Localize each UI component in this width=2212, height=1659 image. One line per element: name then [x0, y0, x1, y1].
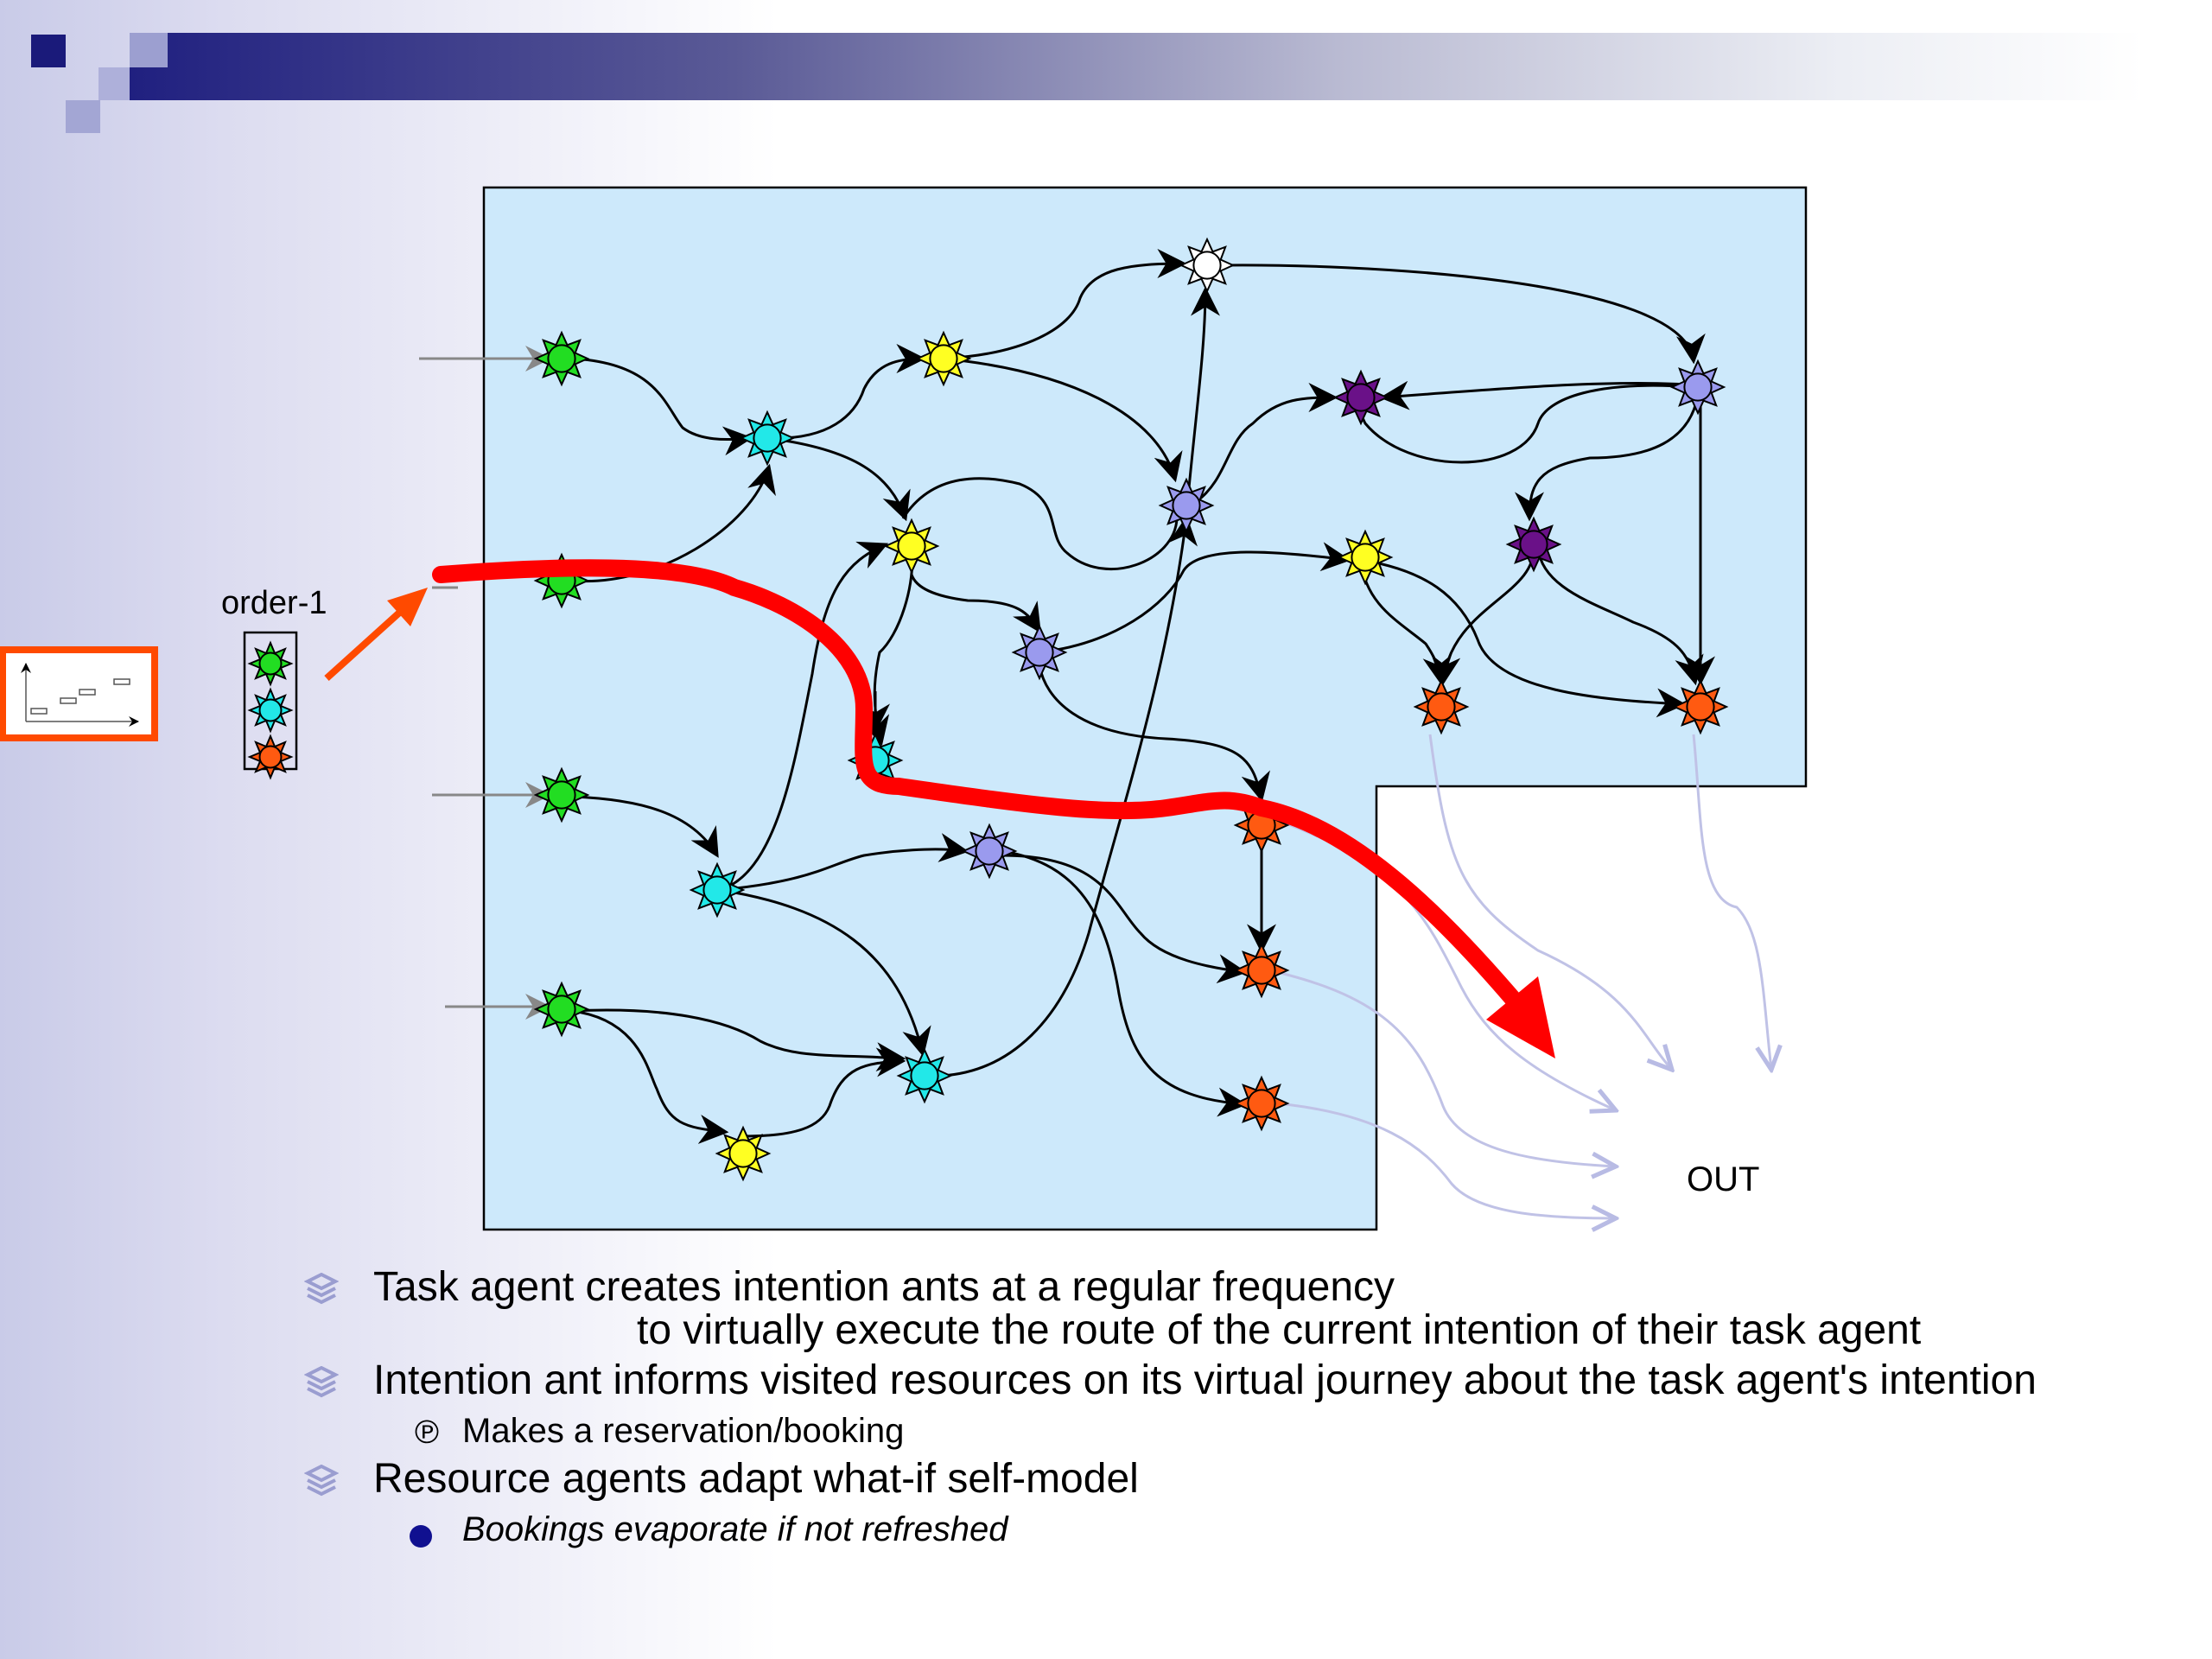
bullet-marker-icon — [304, 1366, 339, 1398]
bullet-2-text: Intention ant informs visited resources … — [373, 1357, 2037, 1403]
header-square-light — [66, 100, 100, 133]
intention-route — [432, 559, 1521, 1007]
sound-recording-icon: ℗ — [415, 1414, 439, 1451]
resource-node-purple-core — [1519, 530, 1548, 559]
resource-region — [482, 186, 1808, 1231]
bullet-dot-icon — [410, 1525, 432, 1548]
header-square-dark — [31, 35, 66, 67]
intention-route-arrowhead — [1486, 976, 1555, 1058]
order-nodes — [247, 640, 294, 780]
order-arrow-head — [387, 588, 428, 626]
bullet-marker-icon — [304, 1465, 339, 1497]
resource-node-orange-core — [1427, 692, 1456, 721]
header-bar — [130, 33, 2143, 100]
resource-node-yellow-core — [1351, 543, 1380, 572]
bullet-2-sub-text: Makes a reservation/booking — [462, 1412, 905, 1450]
resource-node-green-core — [547, 780, 576, 810]
order-node-orange-core — [258, 745, 283, 769]
resource-node-yellow-core — [897, 531, 926, 561]
resource-node-yellow-core — [929, 344, 958, 373]
resource-node-lavender-core — [975, 836, 1004, 866]
bullet-3: Resource agents adapt what-if self-model — [294, 1458, 2022, 1501]
resource-node-white-core — [1192, 251, 1222, 280]
resource-node-purple-core — [1346, 383, 1376, 412]
resource-node-cyan-core — [910, 1061, 939, 1090]
order-node-cyan-core — [258, 698, 283, 722]
order-node-green-core — [258, 652, 283, 676]
bullet-3-text: Resource agents adapt what-if self-model — [373, 1456, 1139, 1502]
resource-node-green-core — [547, 995, 576, 1024]
bullet-1-continuation: to virtually execute the route of the cu… — [637, 1307, 1922, 1353]
resource-node-lavender-core — [1172, 491, 1201, 520]
out-label: OUT — [1687, 1160, 1759, 1198]
bullet-1: Task agent creates intention ants at a r… — [294, 1266, 2022, 1352]
bullet-2-sub: ℗ Makes a reservation/booking — [294, 1409, 2022, 1452]
resource-node-cyan-core — [753, 423, 782, 453]
header-square-light — [99, 67, 130, 100]
order-arrow — [324, 604, 409, 681]
bullet-3-sub: Bookings evaporate if not refreshed — [294, 1508, 2022, 1551]
order-label: order-1 — [221, 585, 327, 621]
bullet-3-sub-text: Bookings evaporate if not refreshed — [462, 1510, 1008, 1548]
mini-gantt-chart — [21, 663, 139, 727]
resource-node-cyan-core — [702, 875, 732, 905]
resource-node-green-core — [547, 344, 576, 373]
resource-edges — [571, 249, 1715, 1144]
resource-node-orange-core — [1686, 692, 1715, 721]
input-arrows — [419, 346, 551, 1020]
resource-node-lavender-core — [1683, 372, 1713, 402]
header-square-light — [130, 33, 168, 67]
resource-network-diagram: order-1 OUT — [0, 186, 1808, 1262]
bullet-list: Task agent creates intention ants at a r… — [294, 1266, 2037, 1556]
resource-node-lavender-core — [1025, 638, 1054, 667]
bullet-1-text: Task agent creates intention ants at a r… — [373, 1264, 1395, 1310]
resource-node-orange-core — [1247, 956, 1276, 985]
bullet-2: Intention ant informs visited resources … — [294, 1359, 2037, 1402]
resource-node-orange-core — [1247, 1089, 1276, 1118]
bullet-marker-icon — [304, 1273, 339, 1305]
resource-node-yellow-core — [728, 1139, 758, 1168]
